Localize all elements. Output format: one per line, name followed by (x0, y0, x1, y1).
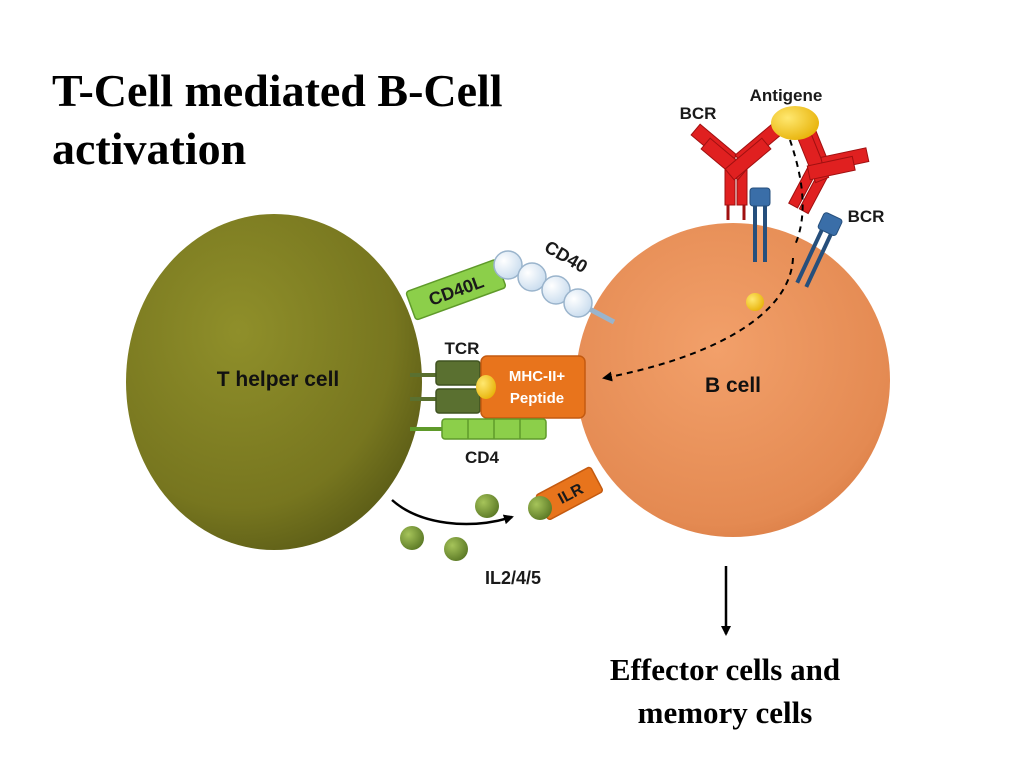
cytokine-label: IL2/4/5 (485, 568, 541, 588)
title-line-1: T-Cell mediated B-Cell (52, 65, 503, 116)
tcr-receptor (410, 360, 481, 414)
cd40l-receptor: CD40L (405, 259, 507, 321)
cytokine-dot (400, 526, 424, 550)
outcome-line-1: Effector cells and (609, 652, 841, 687)
internalized-antigen (746, 293, 764, 311)
peptide (476, 375, 496, 399)
outcome-text: Effector cells and memory cells (580, 648, 870, 734)
bcr-left (690, 123, 782, 220)
cd40-bead (493, 250, 523, 280)
t-helper-cell-label: T helper cell (217, 368, 340, 391)
slide-title: T-Cell mediated B-Cell activation (52, 62, 592, 178)
mhc-label-line1: MHC-II+ (509, 368, 565, 385)
outcome-line-2: memory cells (637, 695, 813, 730)
tcr-label: TCR (445, 339, 480, 358)
cd4-receptor (410, 418, 547, 440)
b-cell (576, 223, 890, 537)
t-helper-cell (126, 214, 422, 550)
bcr-right (788, 117, 870, 215)
cytokine-dot (528, 496, 552, 520)
title-line-2: activation (52, 123, 247, 174)
cd40-receptor (493, 250, 616, 325)
mhc-peptide-complex: MHC-II+ Peptide (476, 355, 586, 419)
cytokine-arrow (391, 499, 514, 526)
cd40-bead (517, 262, 547, 292)
antigen-presentation-path (602, 257, 794, 382)
b-cell-label: B cell (705, 374, 761, 397)
cd40-label: CD40 (541, 237, 591, 277)
antigen (771, 106, 819, 140)
bcr-left-label: BCR (680, 104, 717, 123)
cd4-label: CD4 (465, 448, 500, 467)
cytokine-dot (475, 494, 499, 518)
blue-coreceptor (795, 212, 843, 288)
antigen-label: Antigene (750, 86, 823, 105)
mhc-label-line2: Peptide (510, 390, 564, 407)
cytokine-dot (444, 537, 468, 561)
bcr-right-label: BCR (848, 207, 885, 226)
blue-coreceptor (749, 187, 771, 262)
cd40-bead (541, 275, 571, 305)
cd40-bead (563, 288, 593, 318)
